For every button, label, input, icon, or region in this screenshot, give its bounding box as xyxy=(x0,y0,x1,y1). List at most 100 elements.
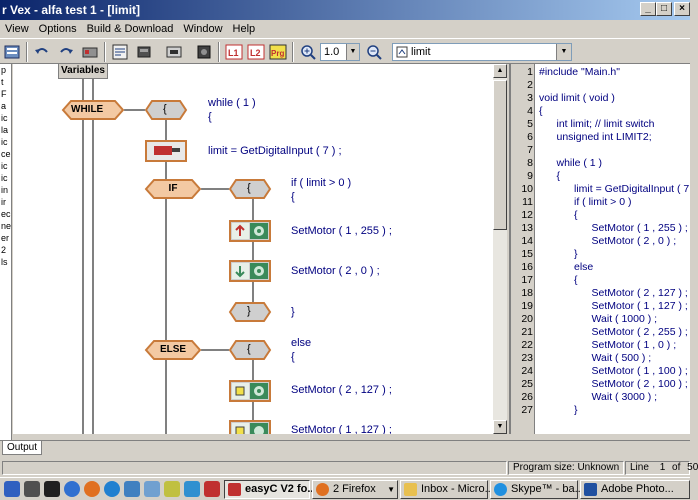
quick-launch-icon[interactable] xyxy=(164,481,180,497)
variables-tab[interactable]: Variables xyxy=(58,64,108,79)
menu-build-download[interactable]: Build & Download xyxy=(86,23,174,35)
build-icon[interactable] xyxy=(110,42,130,62)
code-line[interactable]: 5 int limit; // limit switch xyxy=(511,118,692,131)
if-block[interactable] xyxy=(144,179,202,199)
set-motor-block-3[interactable] xyxy=(229,380,271,402)
taskbar-outlook[interactable]: Inbox - Micro... xyxy=(400,480,494,499)
quick-launch-icon[interactable] xyxy=(124,481,140,497)
if-close-brace-block[interactable] xyxy=(228,302,272,322)
build-download-icon[interactable] xyxy=(164,42,184,62)
code-line[interactable]: 12 { xyxy=(511,209,692,222)
code-line[interactable]: 26 Wait ( 3000 ) ; xyxy=(511,391,692,404)
code-line[interactable]: 16 else xyxy=(511,261,692,274)
quick-launch-icon[interactable] xyxy=(104,481,120,497)
code-line[interactable]: 22 SetMotor ( 1 , 0 ) ; xyxy=(511,339,692,352)
while-block[interactable] xyxy=(61,100,125,120)
code-line[interactable]: 24 SetMotor ( 1 , 100 ) ; xyxy=(511,365,692,378)
line-number: 7 xyxy=(527,144,533,156)
if-brace-block[interactable] xyxy=(228,179,272,199)
close-button[interactable]: × xyxy=(674,2,690,16)
scroll-down-icon[interactable]: ▼ xyxy=(493,420,507,434)
download-icon[interactable] xyxy=(134,42,154,62)
code-line[interactable]: 21 SetMotor ( 2 , 255 ) ; xyxy=(511,326,692,339)
redo-icon[interactable] xyxy=(56,42,76,62)
chevron-down-icon[interactable]: ▼ xyxy=(346,44,359,60)
menu-view[interactable]: View xyxy=(5,23,29,35)
quick-launch-icon[interactable] xyxy=(184,481,200,497)
svg-text:L1: L1 xyxy=(228,48,239,58)
code-line[interactable]: 27 } xyxy=(511,404,692,417)
code-line[interactable]: 18 SetMotor ( 2 , 127 ) ; xyxy=(511,287,692,300)
taskbar-easyc[interactable]: easyC V2 fo... xyxy=(224,480,317,499)
quick-launch-icon[interactable] xyxy=(24,481,40,497)
code-line[interactable]: 6 unsigned int LIMIT2; xyxy=(511,131,692,144)
undo-icon[interactable] xyxy=(32,42,52,62)
toolbar: L1 L2 Prg 1.0 ▼ limit ▼ xyxy=(0,38,690,64)
code-line[interactable]: 19 SetMotor ( 1 , 127 ) ; xyxy=(511,300,692,313)
code-line[interactable]: 4{ xyxy=(511,105,692,118)
code-line[interactable]: 23 Wait ( 500 ) ; xyxy=(511,352,692,365)
taskbar: easyC V2 fo... 2 Firefox ▼ Inbox - Micro… xyxy=(0,477,690,500)
zoom-select[interactable]: 1.0 ▼ xyxy=(320,43,360,61)
taskbar-skype[interactable]: Skype™ - ba... xyxy=(490,480,584,499)
program-icon[interactable] xyxy=(2,42,22,62)
taskbar-photoshop[interactable]: Adobe Photo... xyxy=(580,480,690,499)
output-tab[interactable]: Output xyxy=(2,441,42,455)
left-panel-fragment: p xyxy=(1,65,7,75)
quick-launch-icon[interactable] xyxy=(4,481,20,497)
menu-help[interactable]: Help xyxy=(232,23,256,35)
quick-launch-icon[interactable] xyxy=(204,481,220,497)
else-block[interactable] xyxy=(144,340,202,360)
zoom-out-icon[interactable] xyxy=(364,42,384,62)
else-brace-block[interactable] xyxy=(228,340,272,360)
maximize-button[interactable]: □ xyxy=(656,2,672,16)
line-text: SetMotor ( 1 , 0 ) ; xyxy=(539,339,677,351)
code-line[interactable]: 14 SetMotor ( 2 , 0 ) ; xyxy=(511,235,692,248)
program-config-icon[interactable]: Prg xyxy=(268,42,288,62)
code-line[interactable]: 1#include "Main.h" xyxy=(511,66,692,79)
taskbar-firefox[interactable]: 2 Firefox ▼ xyxy=(312,480,398,499)
menu-options[interactable]: Options xyxy=(38,23,77,35)
flowchart-area[interactable]: Variables WHILE { IF { } ELSE { while ( … xyxy=(13,64,493,442)
left-panel-fragment: t xyxy=(1,77,4,87)
quick-launch-icon[interactable] xyxy=(64,481,80,497)
code-line[interactable]: 17 { xyxy=(511,274,692,287)
code-line[interactable]: 8 while ( 1 ) xyxy=(511,157,692,170)
title-bar[interactable]: r Vex - alfa test 1 - [limit] _ □ × xyxy=(0,0,690,20)
code-line[interactable]: 7 xyxy=(511,144,692,157)
line-text: SetMotor ( 1 , 255 ) ; xyxy=(539,222,688,234)
right-motor-icon[interactable]: L2 xyxy=(246,42,266,62)
code-line[interactable]: 2 xyxy=(511,79,692,92)
left-motor-icon[interactable]: L1 xyxy=(224,42,244,62)
set-motor-block-1[interactable] xyxy=(229,220,271,242)
menu-window[interactable]: Window xyxy=(183,23,223,35)
line-number: 4 xyxy=(527,105,533,117)
quick-launch-icon[interactable] xyxy=(144,481,160,497)
code-line[interactable]: 25 SetMotor ( 2 , 100 ) ; xyxy=(511,378,692,391)
code-line[interactable]: 15 } xyxy=(511,248,692,261)
chevron-down-icon: ▼ xyxy=(387,485,395,494)
code-line[interactable]: 20 Wait ( 1000 ) ; xyxy=(511,313,692,326)
function-select[interactable]: limit ▼ xyxy=(392,43,572,61)
scroll-up-icon[interactable]: ▲ xyxy=(493,64,507,78)
code-line[interactable]: 13 SetMotor ( 1 , 255 ) ; xyxy=(511,222,692,235)
code-line[interactable]: 9 { xyxy=(511,170,692,183)
minimize-button[interactable]: _ xyxy=(640,2,656,16)
vex-device-icon[interactable] xyxy=(194,42,214,62)
horizontal-scrollbar[interactable] xyxy=(13,434,509,442)
left-panel-fragment: 2 xyxy=(1,245,7,255)
quick-launch-icon[interactable] xyxy=(44,481,60,497)
while-brace-block[interactable] xyxy=(144,100,188,120)
set-motor-block-2[interactable] xyxy=(229,260,271,282)
chevron-down-icon[interactable]: ▼ xyxy=(556,44,571,60)
zoom-in-icon[interactable] xyxy=(298,42,318,62)
digital-input-block[interactable] xyxy=(145,140,187,162)
code-line[interactable]: 10 limit = GetDigitalInput ( 7 xyxy=(511,183,692,196)
controller-config-icon[interactable] xyxy=(80,42,100,62)
code-line[interactable]: 11 if ( limit > 0 ) xyxy=(511,196,692,209)
firefox-icon[interactable] xyxy=(84,481,100,497)
flowchart-scrollbar[interactable]: ▲ ▼ xyxy=(493,64,507,434)
scroll-thumb[interactable] xyxy=(493,80,507,230)
